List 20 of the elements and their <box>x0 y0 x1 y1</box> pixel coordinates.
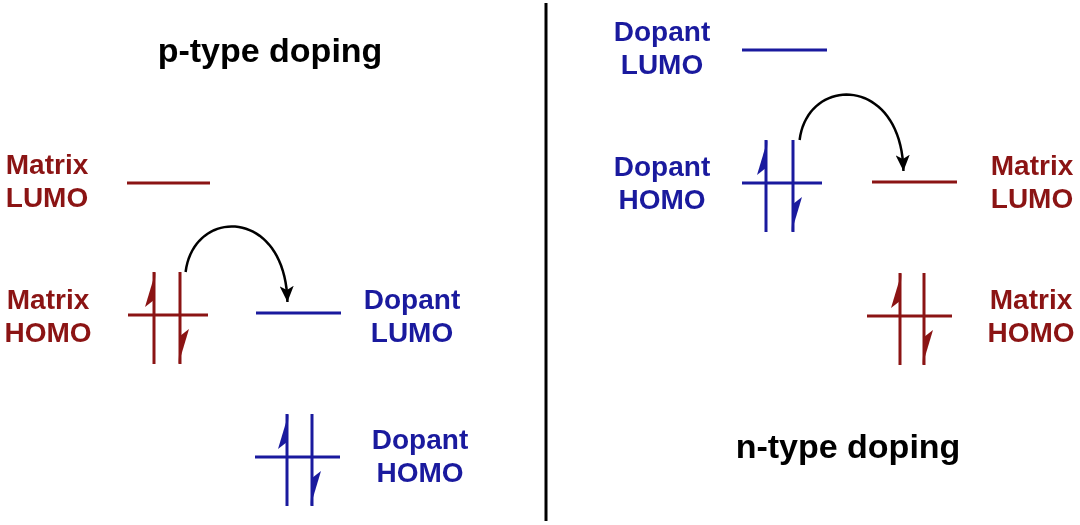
level-label: Matrix LUMO <box>5 148 89 214</box>
energy-level <box>127 180 210 186</box>
curved-arrow <box>184 225 294 303</box>
level-label: Dopant HOMO <box>613 150 711 216</box>
energy-level <box>128 272 208 364</box>
level-label: Matrix HOMO <box>4 283 92 349</box>
energy-level <box>867 273 952 365</box>
level-label: Matrix HOMO <box>987 283 1075 349</box>
curved-arrow <box>798 93 910 172</box>
energy-level <box>742 140 822 232</box>
energy-level <box>256 310 341 316</box>
level-label: Matrix LUMO <box>990 149 1074 215</box>
panel-title: p-type doping <box>157 30 383 70</box>
energy-level <box>742 47 827 53</box>
energy-level <box>255 414 340 506</box>
level-label: Dopant LUMO <box>613 15 711 81</box>
level-label: Dopant LUMO <box>363 283 461 349</box>
panel-title: n-type doping <box>735 426 961 466</box>
level-label: Dopant HOMO <box>371 423 469 489</box>
energy-level <box>872 179 957 185</box>
